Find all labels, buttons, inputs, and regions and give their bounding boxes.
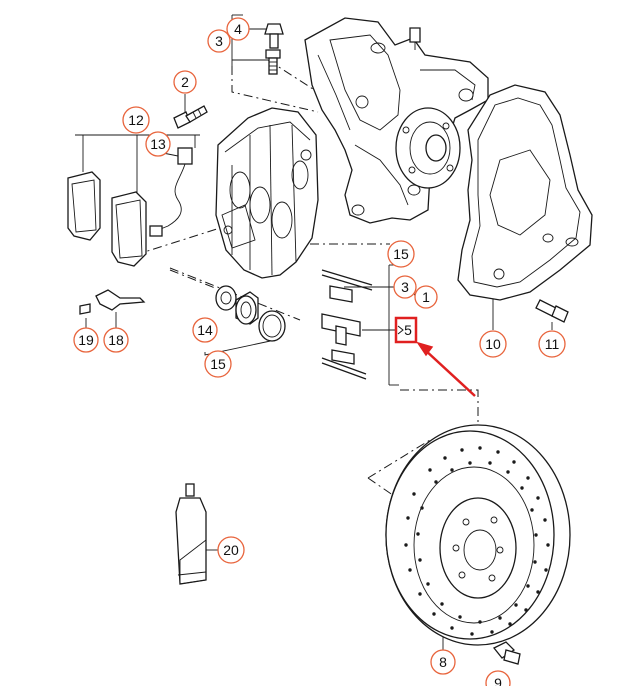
svg-text:13: 13 xyxy=(150,136,166,152)
highlight-arrow-shaft xyxy=(423,348,476,397)
svg-text:14: 14 xyxy=(197,322,213,338)
label-12-callout: 12 xyxy=(122,106,150,134)
svg-text:15: 15 xyxy=(210,356,226,372)
label-13-callout: 13 xyxy=(145,131,171,157)
steering-knuckle xyxy=(304,17,489,224)
grease-tube xyxy=(175,483,207,585)
svg-text:3: 3 xyxy=(215,33,223,49)
pad-retaining-springs xyxy=(321,269,373,380)
disc-screw xyxy=(492,641,521,665)
splash-shield xyxy=(457,84,593,301)
label-15-callout-top: 15 xyxy=(387,240,415,268)
svg-text:3: 3 xyxy=(401,279,409,295)
svg-text:9: 9 xyxy=(494,675,502,686)
label-2-callout: 2 xyxy=(173,70,197,94)
caliper-bolts xyxy=(264,23,284,75)
svg-text:2: 2 xyxy=(181,74,189,90)
label-9-callout: 9 xyxy=(485,670,511,686)
brake-pads xyxy=(67,171,147,267)
svg-text:1: 1 xyxy=(422,289,430,305)
svg-text:20: 20 xyxy=(223,542,239,558)
svg-text:4: 4 xyxy=(234,21,242,37)
wear-sensor xyxy=(149,147,193,237)
sensor-bracket xyxy=(79,289,146,315)
label-3-callout-springs: 3 xyxy=(393,275,417,299)
svg-text:12: 12 xyxy=(128,112,144,128)
label-14-callout: 14 xyxy=(192,317,218,343)
svg-text:5: 5 xyxy=(404,322,412,338)
label-19-callout: 19 xyxy=(73,327,99,353)
svg-text:10: 10 xyxy=(485,336,501,352)
svg-text:18: 18 xyxy=(108,332,124,348)
svg-text:8: 8 xyxy=(439,654,447,670)
label-15-callout-bottom: 15 xyxy=(204,350,232,378)
brake-caliper xyxy=(215,107,319,279)
label-4-callout: 4 xyxy=(226,17,250,41)
highlight-annotation xyxy=(394,316,476,397)
label-5-callout: 5 xyxy=(397,322,412,338)
label-3-callout: 3 xyxy=(207,29,231,53)
svg-text:11: 11 xyxy=(545,336,560,352)
label-18-callout: 18 xyxy=(103,327,129,353)
svg-text:19: 19 xyxy=(78,332,94,348)
label-8-callout: 8 xyxy=(430,649,456,675)
brake-disc xyxy=(385,424,571,646)
piston-seals xyxy=(215,285,286,342)
label-11-callout: 11 xyxy=(538,330,566,358)
svg-text:15: 15 xyxy=(393,246,409,262)
highlight-box xyxy=(394,316,418,344)
highlight-arrow-head xyxy=(416,341,434,357)
label-10-callout: 10 xyxy=(479,330,507,358)
shield-bolt xyxy=(535,299,569,323)
pad-pin-bolt xyxy=(173,105,208,129)
label-1-callout: 1 xyxy=(414,285,438,309)
label-20-callout: 20 xyxy=(217,536,245,564)
